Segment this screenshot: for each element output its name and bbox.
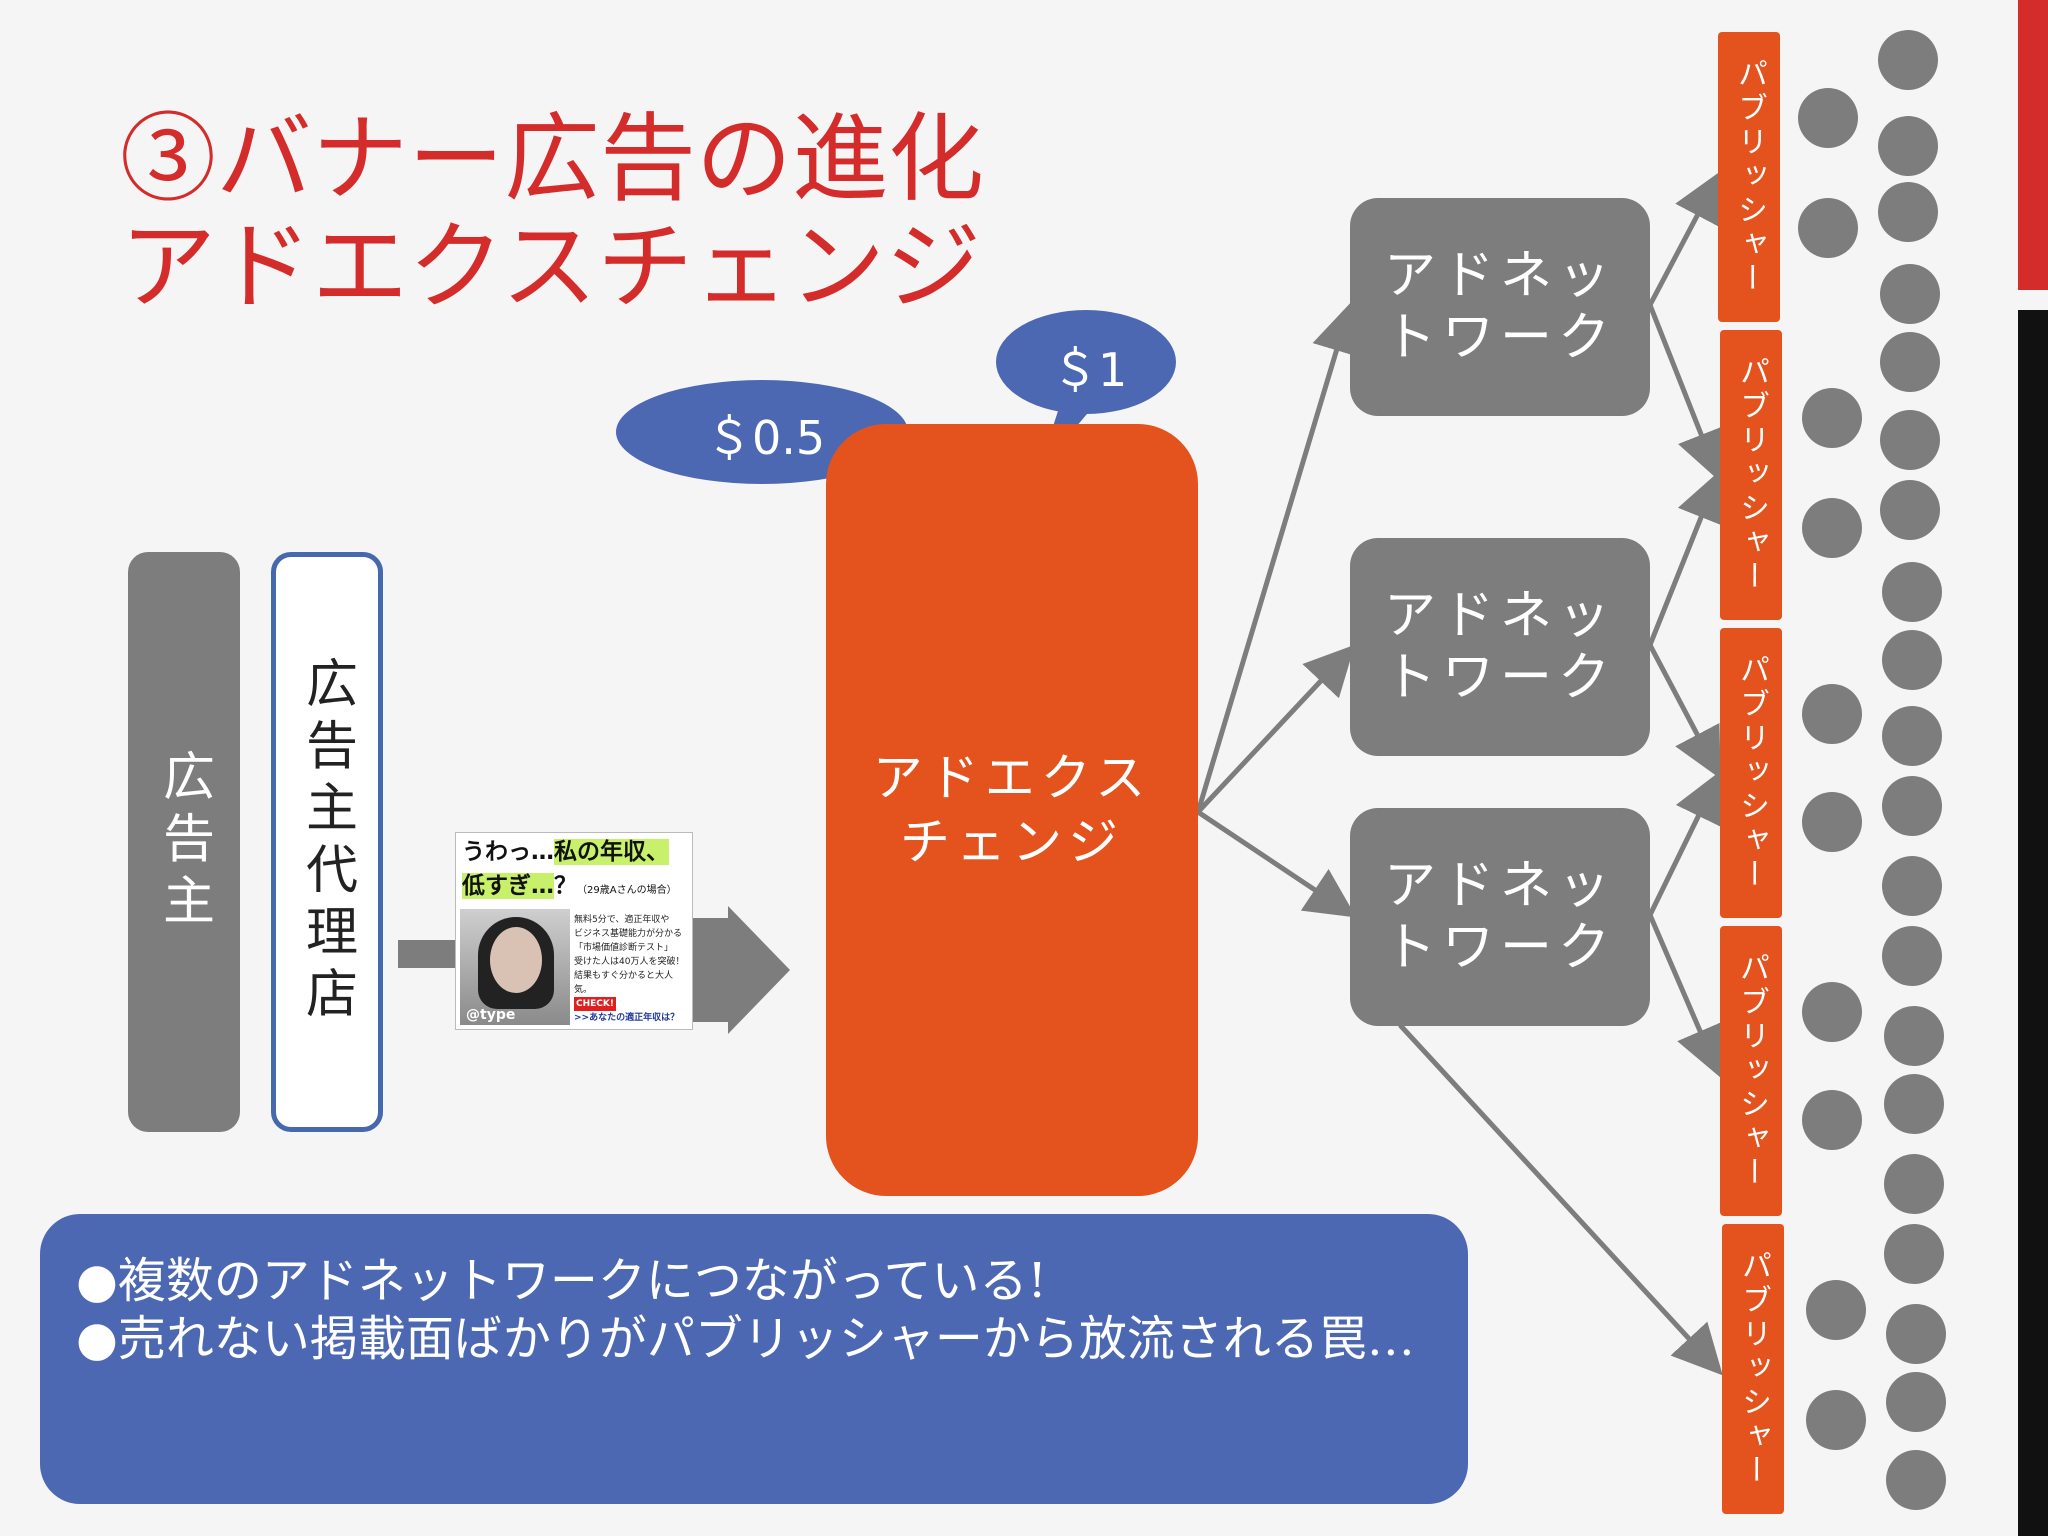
bid-high-label: ＄1 xyxy=(1052,343,1128,397)
title-line-1: ③バナー広告の進化 xyxy=(120,103,984,215)
publisher-box: パブリッシャー xyxy=(1720,628,1782,918)
title-line-2: アドエクスチェンジ xyxy=(120,211,982,323)
summary-note: ●複数のアドネットワークにつながっている! ●売れない掲載面ばかりがパブリッシャ… xyxy=(40,1214,1468,1504)
arrow-exchange-adnet1 xyxy=(1195,302,1361,813)
note-line-2: ●売れない掲載面ばかりがパブリッシャーから放流される罠… xyxy=(76,1311,1415,1367)
agency-label: 広告主代理店 xyxy=(296,656,357,1028)
publisher-box: パブリッシャー xyxy=(1720,330,1782,620)
arrow-adnet2-pub2 xyxy=(1647,470,1725,646)
arrow-adnet3-pub4 xyxy=(1647,914,1724,1078)
note-line-1: ●複数のアドネットワークにつながっている! xyxy=(76,1253,1047,1309)
ad-network-box: アドネットワーク xyxy=(1350,808,1650,1026)
advertiser-box: 広告主 xyxy=(128,552,240,1132)
flow-arrow-tail xyxy=(398,940,455,968)
banner-headline-2: 低すぎ…？（29歳Aさんの場合） xyxy=(462,873,677,899)
banner-photo: @type xyxy=(460,909,570,1025)
publisher-box: パブリッシャー xyxy=(1722,1224,1784,1514)
banner-logo: @type xyxy=(466,1007,516,1023)
banner-ad: うわっ…私の年収、 低すぎ…？（29歳Aさんの場合） @type 無料5分で、適… xyxy=(455,832,693,1030)
ad-exchange-box: アドエクス チェンジ xyxy=(826,424,1198,1196)
publisher-box: パブリッシャー xyxy=(1720,926,1782,1216)
arrow-adnet3-pub3 xyxy=(1647,771,1721,917)
ad-network-box: アドネットワーク xyxy=(1350,198,1650,416)
side-bar xyxy=(2018,310,2048,1536)
publisher-box: パブリッシャー xyxy=(1718,32,1780,322)
arrow-exchange-adnet2 xyxy=(1196,644,1355,814)
banner-check-badge: CHECK! xyxy=(574,997,616,1011)
arrow-exchange-adnet3 xyxy=(1196,809,1357,918)
banner-body: 無料5分で、適正年収や ビジネス基礎能力が分かる 「市場価値診断テスト」 受けた… xyxy=(574,913,688,1025)
arrow-adnet1-pub2 xyxy=(1647,304,1725,482)
arrow-adnet3-pub5 xyxy=(1398,1023,1723,1376)
publisher-avatars xyxy=(1798,30,1946,1510)
exchange-label-2: チェンジ xyxy=(900,813,1124,871)
arrow-adnet2-pub3 xyxy=(1647,643,1721,779)
slide-title: ③バナー広告の進化 アドエクスチェンジ xyxy=(120,105,984,321)
accent-bar xyxy=(2018,0,2048,290)
arrow-adnet1-pub1 xyxy=(1647,171,1721,307)
banner-headline-1: うわっ…私の年収、 xyxy=(462,839,669,865)
exchange-label-1: アドエクス xyxy=(872,749,1152,807)
bid-low-label: ＄0.5 xyxy=(706,411,826,465)
flow-arrow-head xyxy=(691,906,790,1034)
banner-cta: >>あなたの適正年収は？ xyxy=(574,1013,680,1023)
agency-box: 広告主代理店 xyxy=(271,552,383,1132)
bubble-high-shape xyxy=(996,310,1176,414)
ad-network-box: アドネットワーク xyxy=(1350,538,1650,756)
advertiser-label: 広告主 xyxy=(153,749,214,935)
